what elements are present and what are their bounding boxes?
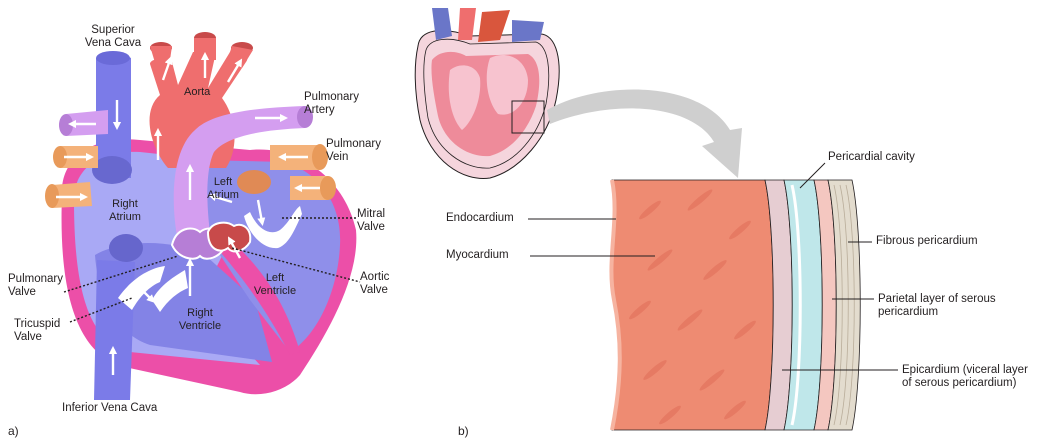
pulmonary-vein-label-line2: Vein [326, 151, 381, 164]
right-atrium-label: Right Atrium [100, 198, 150, 224]
fibrous-pericardium-label: Fibrous pericardium [876, 235, 978, 248]
pericardial-cavity-label: Pericardial cavity [828, 151, 915, 164]
svc-label-line2: Vena Cava [78, 37, 148, 50]
aorta-label: Aorta [184, 86, 210, 99]
panel-b-letter: b) [458, 425, 469, 438]
epicardium-label-line1: Epicardium (viceral layer [902, 364, 1028, 377]
zoom-arrow [547, 90, 742, 178]
panel-a-letter: a) [8, 425, 19, 438]
parietal-layer-label-line2: pericardium [878, 306, 996, 319]
tricuspid-valve-label-line1: Tricuspid [14, 318, 60, 331]
pulmonary-valve-label-line1: Pulmonary [8, 273, 63, 286]
right-ventricle-label-line1: Right [168, 307, 232, 320]
small-heart-vein-right [512, 20, 544, 42]
mitral-valve-label-line1: Mitral [357, 208, 385, 221]
ivc-inlet [109, 234, 143, 262]
aortic-valve-label-line1: Aortic [360, 271, 389, 284]
pulmonary-artery-label: Pulmonary Artery [304, 91, 359, 117]
right-atrium-label-line2: Atrium [100, 211, 150, 224]
tricuspid-valve-label: Tricuspid Valve [14, 318, 60, 344]
left-atrium-label: Left Atrium [198, 176, 248, 202]
left-atrium-label-line1: Left [198, 176, 248, 189]
small-heart-aorta [458, 8, 476, 40]
left-ventricle-label-line2: Ventricle [245, 285, 305, 298]
svc-opening [96, 51, 130, 65]
pulmonary-artery-label-line1: Pulmonary [304, 91, 359, 104]
left-ventricle-label-line1: Left [245, 272, 305, 285]
right-ventricle-label: Right Ventricle [168, 307, 232, 333]
left-atrium-label-line2: Atrium [198, 189, 248, 202]
myocardium-label: Myocardium [446, 249, 509, 262]
parietal-layer-label: Parietal layer of serous pericardium [878, 293, 996, 319]
pulmonary-artery-label-line2: Artery [304, 104, 359, 117]
epicardium-label: Epicardium (viceral layer of serous peri… [902, 364, 1028, 390]
aortic-valve-label-line2: Valve [360, 284, 389, 297]
left-ventricle-label: Left Ventricle [245, 272, 305, 298]
right-atrium-label-line1: Right [100, 198, 150, 211]
ivc-label: Inferior Vena Cava [62, 402, 157, 415]
parietal-layer-label-line1: Parietal layer of serous [878, 293, 996, 306]
pulmonary-vein-label-line1: Pulmonary [326, 138, 381, 151]
endocardium-label: Endocardium [446, 212, 514, 225]
pulmonary-valve-label: Pulmonary Valve [8, 273, 63, 299]
aortic-valve-label: Aortic Valve [360, 271, 389, 297]
aortic-valve [208, 223, 250, 252]
mitral-valve-label: Mitral Valve [357, 208, 385, 234]
mitral-valve-label-line2: Valve [357, 221, 385, 234]
svc-label: Superior Vena Cava [78, 24, 148, 50]
myocardium-block [611, 180, 773, 430]
svc-label-line1: Superior [78, 24, 148, 37]
pulmonary-valve-label-line2: Valve [8, 286, 63, 299]
right-ventricle-label-line2: Ventricle [168, 320, 232, 333]
tricuspid-valve-label-line2: Valve [14, 331, 60, 344]
pulmonary-vein-label: Pulmonary Vein [326, 138, 381, 164]
epicardium-label-line2: of serous pericardium) [902, 377, 1028, 390]
